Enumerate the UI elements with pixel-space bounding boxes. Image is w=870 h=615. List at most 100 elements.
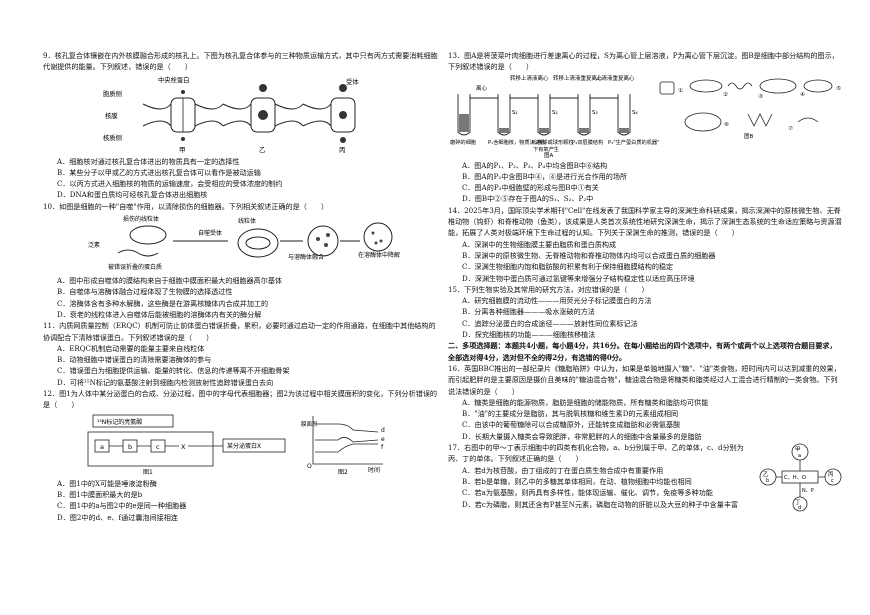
fig-label-figure-a: 图A <box>544 151 554 158</box>
question-10-stem: 10．如图是细胞的一种"自噬"作用，以清除损伤的细胞器。下列相关叙述正确的是（ … <box>43 201 329 211</box>
fig-label-degrade: 在溶酶体中降解 <box>358 251 400 259</box>
fig-label-membrane-area: 膜面积 <box>301 420 318 428</box>
fig-label-s4: S₄ <box>632 110 638 116</box>
q11-option-a: A．ERQC机制启动需要的能量主要来自线粒体 <box>57 343 205 353</box>
fig-label-17-bing: 丙 <box>828 471 834 478</box>
fig-label-cytoplasm-side: 胞质侧 <box>103 89 122 98</box>
fig-label-s1: S₁ <box>512 110 518 116</box>
fig-label-17-np: N、P <box>802 488 814 494</box>
question-17-stem: 17．右图中的甲～丁表示细胞中的四类有机化合物，a、b分别属于甲、乙的单体，c、… <box>448 443 744 464</box>
fig-label-bing: 丙 <box>339 146 346 154</box>
fig-label-b7: ⑦ <box>788 125 793 132</box>
q14-option-d: D．深渊生物中蛋白质可通过氢键等来增强分子结构稳定性以适应高压环境 <box>462 273 695 283</box>
nuclear-pore-diagram: 中央栓蛋白 胞质侧 核膜 核质侧 受体 甲 乙 <box>103 75 359 154</box>
fig-label-central-plug: 中央栓蛋白 <box>158 75 189 84</box>
q12-option-b: B．图1中膜面积最大的是b <box>57 489 143 499</box>
q11-option-c: C．错误蛋白为细胞提供运输、能量的转化、信息的传递等离不开细胞骨架 <box>57 366 290 376</box>
section-2-heading: 二、多项选择题：本题共4小题，每小题4分，共16分。在每小题给出的四个选项中，有… <box>448 341 837 362</box>
fig-label-p4: P₄"生产蛋白质的机器" <box>608 138 659 146</box>
question-16-stem: 16．英国BBC推出的一部纪录片《糖脂陷阱》中认为，如果是单独地摄入"糖"、"油… <box>448 363 841 396</box>
fig-label-transfer2: 转移上清液重复离心 <box>553 74 603 82</box>
q10-option-d: D．衰老的线粒体进入自噬体后能被细胞的溶酶体内有关的酶分解 <box>57 309 262 319</box>
q17-option-d: D．若c为磷脂，则其还含有P甚至N元素，磷脂在动物的肝脏以及大豆的种子中含量丰富 <box>462 499 739 509</box>
q12-option-a: A．图1中的X可能是唾液淀粉酶 <box>57 478 157 488</box>
fig-label-oxygen: 下有氧产生 <box>533 145 559 153</box>
secretion-diagram: ¹⁵N标记的亮氨酸 a b c X 某分泌蛋白X 图1 膜面积 d e f O … <box>87 414 385 476</box>
fig-label-b2: ② <box>723 91 728 98</box>
fig-label-p3: P₃双层膜结构 <box>572 138 603 146</box>
fig-label-b3: ③ <box>758 94 763 100</box>
fig-label-receptor: 受体 <box>346 77 359 86</box>
q11-option-d: D．可将¹⁵N标记的氨基酸注射到细胞内检测放射性追踪错误蛋白去向 <box>57 377 274 387</box>
fig-label-17-a: a <box>798 453 801 459</box>
fig-label-e: e <box>381 436 385 443</box>
fig-label-figure1: 图1 <box>143 469 153 476</box>
q16-option-b: B．"油"的主要成分是脂肪，其与脱氧核糖和维生素D的元素组成相同 <box>462 409 679 419</box>
q17-compound-diagram: 甲 a 乙 b C、H、O N、P 丙 c 丁 d <box>759 443 842 512</box>
fig-label-f: f <box>381 444 384 451</box>
fig-label-b5: ⑤ <box>836 86 841 92</box>
fig-label-p1: P₁含细胞核，物质沉淀物 <box>488 138 545 146</box>
q9-option-a: A．细胞核对通过核孔复合体进出的物质具有一定的选择性 <box>57 156 240 166</box>
fig-label-figure-b: 图B <box>744 132 754 140</box>
fig-label-centrifuge: 离心 <box>476 84 488 92</box>
fig-label-17-d: d <box>798 505 801 511</box>
fig-label-nucleoplasm-side: 核质侧 <box>103 133 122 142</box>
q13-option-a: A．图A的P₁、P₂、P₃、P₄中均含图B中⑥结构 <box>462 160 608 170</box>
fig-label-nuclear-membrane: 核膜 <box>105 111 118 120</box>
q15-option-d: D．探究细胞核的功能———细胞核移植法 <box>462 330 596 340</box>
question-14-stem: 14．2025年3月，国际顶尖学术期刊"Cell"在线发表了我国科学家主导的深渊… <box>448 205 842 238</box>
q12-option-c: C．图1中的a与图2中的e是同一种细胞器 <box>57 501 187 511</box>
fig-label-d: d <box>381 427 385 434</box>
fig-label-fuse-lysosome: 与溶酶体融合 <box>288 253 324 261</box>
fig-label-secreted-protein: 某分泌蛋白X <box>227 442 261 450</box>
q10-option-b: B．自噬体与溶酶体融合过程体现了生物膜的选择透过性 <box>57 287 233 297</box>
fig-label-s2: S₂ <box>552 110 558 116</box>
fig-label-b: b <box>128 443 132 451</box>
q16-option-c: C．由该中的葡萄糖除可以合成糖原外，还能转变成脂肪和必需氨基酸 <box>462 420 681 430</box>
q10-option-a: A．图中形成自噬体的膜结构来自于细胞中膜面积最大的细胞器高尔基体 <box>57 276 283 286</box>
fig-label-yi: 乙 <box>259 146 266 154</box>
fig-label-damaged-mito: 损伤的线粒体 <box>123 215 159 223</box>
fig-label-s3: S₃ <box>592 110 598 116</box>
fig-label-autophagy-receptor: 自噬受体 <box>198 229 222 237</box>
q17-option-b: B．若b是单糖，则乙中的多糖其单体相同，在动、植物细胞中均能也相同 <box>462 476 692 486</box>
fig-label-b4: ④ <box>800 92 805 98</box>
q14-option-b: B．深渊中的原核微生物、无脊椎动物和脊椎动物体内均可以合成蛋白质的细胞器 <box>462 250 716 260</box>
q12-secretion-figure: ¹⁵N标记的亮氨酸 a b c X 某分泌蛋白X 图1 膜面积 d e f O … <box>43 412 438 476</box>
fig-label-transfer3: 上清液重复离心 <box>596 74 635 82</box>
fig-label-17-jia: 甲 <box>795 446 801 453</box>
question-11-stem: 11．内质网质量控制（ERQC）机制可防止前体蛋白错误折叠，累积，必要时通过启动… <box>43 321 436 342</box>
fig-label-b1: ① <box>678 88 683 94</box>
q17-block: 17．右图中的甲～丁表示细胞中的四类有机化合物，a、b分别属于甲、乙的单体，c、… <box>448 442 843 512</box>
fig-label-labeled-leucine: ¹⁵N标记的亮氨酸 <box>97 418 142 426</box>
fig-label-17-ding: 丁 <box>795 499 801 506</box>
q16-option-d: D．长期大量摄入糖类会导致肥胖，非常肥胖的人的细胞中含量最多的是脂肪 <box>462 431 702 441</box>
fig-label-17-b: b <box>766 478 769 484</box>
q15-option-a: A．研究细胞膜的流动性———用荧光分子标记膜蛋白的方法 <box>462 296 652 306</box>
fig-label-p2: P₂椭球或球形颗粒 <box>532 138 574 146</box>
q9-option-d: D．DNA和蛋白质均可经核孔复合体进出细胞核 <box>57 190 208 200</box>
q15-option-b: B．分离各种细胞器———吸水涨破的方法 <box>462 307 595 317</box>
fig-label-a: a <box>100 443 104 451</box>
fig-label-ground-cells: 磨碎的细胞 <box>450 138 476 146</box>
fig-label-b6: ⑥ <box>724 122 729 128</box>
q16-option-a: A．糖类是细胞的能源物质，脂肪是细胞的储能物质，所有糖类和脂肪均可供能 <box>462 397 709 407</box>
fig-label-ubiquitin: 泛素 <box>88 241 100 249</box>
q14-option-c: C．深渊生物细胞内饱和脂肪酸的积累有利于保持细胞膜结构的稳定 <box>462 262 674 272</box>
q12-option-d: D．图2中的d、e、f通过囊泡间接相连 <box>57 512 178 522</box>
q14-option-a: A．深渊中的生物细胞膜主要由脂质和蛋白质构成 <box>462 239 617 249</box>
fig-label-mitochondria: 线粒体 <box>238 217 256 225</box>
q9-option-b: B．某些分子以甲或乙的方式进出核孔复合体可以看作是被动运输 <box>57 167 261 177</box>
fig-label-jia: 甲 <box>179 146 186 154</box>
q9-option-c: C．以丙方式进入细胞核的物质的运输速度，会受相应的受体浓度的制约 <box>57 179 283 189</box>
q9-nuclear-pore-figure: 中央栓蛋白 胞质侧 核膜 核质侧 受体 甲 乙 <box>43 74 438 154</box>
right-column: 13．图A是将菠菜叶肉细胞进行差速离心的过程，S为离心管上层溶液，P为离心管下层… <box>448 50 843 512</box>
fig-label-17-cho: C、H、O <box>784 475 806 481</box>
fig-label-origin: O <box>307 463 312 470</box>
centrifuge-diagram: 转移上清液离心 转移上清液重复离心 上清液重复离心 离心 S₁ S₂ S₃ <box>450 74 841 158</box>
question-12-stem: 12．图1为人体中某分泌蛋白的合成、分泌过程，图中的字母代表细胞器；图2为该过程… <box>43 389 438 410</box>
fig-label-17-c: c <box>831 478 834 484</box>
q13-centrifuge-figure: 转移上清液离心 转移上清液重复离心 上清液重复离心 离心 S₁ S₂ S₃ <box>448 74 843 158</box>
fig-label-c: c <box>156 443 160 451</box>
